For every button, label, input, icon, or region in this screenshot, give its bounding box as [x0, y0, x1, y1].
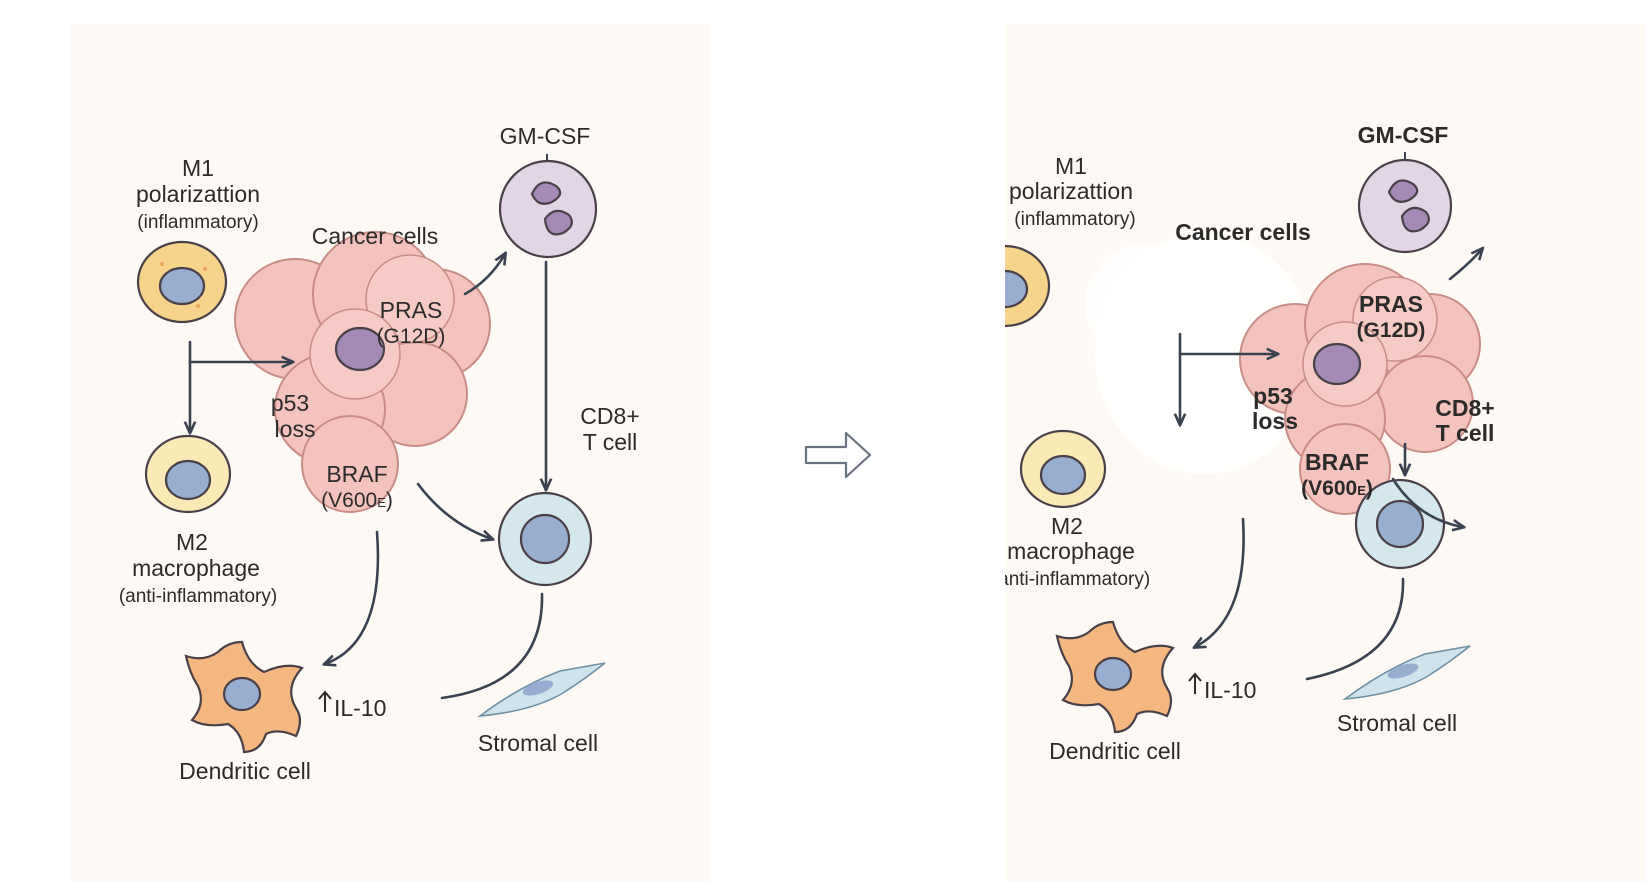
gm-csf-cell — [1357, 152, 1453, 254]
stromal-cell-label: Stromal cell — [1337, 710, 1457, 736]
pras-label-line1: PRAS — [1359, 291, 1423, 317]
il10-label: IL-10 — [334, 695, 386, 721]
m2-macrophage-cell — [144, 434, 232, 514]
m2-macrophage-cell — [1019, 429, 1107, 509]
gm-csf-label: GM-CSF — [500, 123, 591, 149]
m1-label-line1: M1 — [1055, 153, 1087, 179]
m1-label-line1: M1 — [182, 155, 214, 181]
braf-v600: (V600 — [1301, 477, 1357, 500]
m2-label-line1: M2 — [176, 529, 208, 555]
braf-v600: (V600 — [321, 489, 377, 512]
cd8-label-line1: CD8+ — [580, 403, 639, 429]
p53-label-line2: loss — [1252, 408, 1298, 434]
arrows — [1180, 249, 1482, 681]
m1-label-line2: polarizattion — [136, 181, 260, 207]
stromal-cell — [477, 662, 606, 718]
dendritic-cell-label: Dendritic cell — [1049, 738, 1181, 764]
pras-label-line1: PRAS — [380, 297, 443, 323]
cancer-cell-nucleus — [1312, 342, 1362, 386]
m2-label-line2: macrophage — [132, 555, 260, 581]
cancer-cells-label: Cancer cells — [1175, 219, 1311, 245]
arrows — [190, 254, 546, 700]
tumor-mass — [1239, 263, 1481, 515]
gm-csf-label: GM-CSF — [1358, 122, 1449, 148]
tumor-mass — [234, 231, 491, 513]
p53-label-line1: p53 — [271, 390, 309, 416]
m1-macrophage-cell — [1005, 244, 1051, 328]
up-arrow-icon — [318, 690, 332, 712]
cd8-t-cell — [1354, 478, 1446, 570]
left-diagram: M1 polarizattion (inflammatory) Cancer c… — [119, 123, 640, 784]
braf-label-line2: (V600E) — [321, 489, 393, 512]
gm-csf-cell — [498, 154, 598, 259]
braf-label-line1: BRAF — [326, 461, 387, 487]
m1-label-line3: (inflammatory) — [137, 212, 258, 233]
braf-to-tcell-arrow — [416, 482, 492, 539]
cd8-label-line1: CD8+ — [1435, 395, 1494, 421]
m1-macrophage-cell — [136, 240, 228, 324]
m1-label-line3: (inflammatory) — [1014, 209, 1135, 230]
braf-subscript: E — [377, 495, 386, 510]
left-panel: M1 polarizattion (inflammatory) Cancer c… — [70, 24, 710, 882]
p53-label-line1: p53 — [1253, 383, 1293, 409]
stromal-cell — [1342, 645, 1471, 701]
braf-close: ) — [1366, 477, 1373, 500]
dendritic-cell — [184, 640, 304, 754]
braf-label-line2: (V600E) — [1301, 477, 1373, 500]
dendritic-cell — [1055, 620, 1175, 734]
transition-arrow-icon — [804, 431, 872, 479]
pras-label-line2: (G12D) — [377, 325, 446, 348]
tcell-to-stromal-line — [1305, 577, 1405, 681]
m2-label-line3: (anti-inflammatory) — [119, 586, 277, 607]
braf-to-tcell-arrow — [1391, 477, 1463, 527]
dendritic-cell-label: Dendritic cell — [179, 758, 311, 784]
braf-label-line1: BRAF — [1305, 449, 1369, 475]
tcell-to-stromal-line — [440, 592, 544, 700]
m2-label-line1: M2 — [1051, 513, 1083, 539]
cancer-cell-nucleus — [334, 326, 386, 372]
right-diagram: M1 polarizattion (inflammatory) Cancer c… — [1005, 122, 1495, 764]
tumor-to-gmcsf-arrow — [1448, 249, 1482, 281]
m2-label-line3: (anti-inflammatory) — [1005, 569, 1150, 590]
m1-label-line2: polarizattion — [1009, 178, 1133, 204]
up-arrow-icon — [1188, 672, 1202, 694]
pras-label-line2: (G12D) — [1357, 319, 1426, 342]
cancer-cells-label: Cancer cells — [312, 223, 439, 249]
cd8-t-cell — [497, 491, 593, 587]
m2-label-line2: macrophage — [1007, 538, 1135, 564]
braf-to-dendritic-arrow — [1195, 517, 1245, 647]
braf-to-dendritic-arrow — [325, 530, 380, 664]
il10-label: IL-10 — [1204, 677, 1256, 703]
braf-subscript: E — [1357, 483, 1366, 498]
p53-label-line2: loss — [275, 416, 316, 442]
stromal-cell-label: Stromal cell — [478, 730, 598, 756]
braf-close: ) — [386, 489, 393, 512]
cd8-label-line2: T cell — [1436, 420, 1495, 446]
right-panel: M1 polarizattion (inflammatory) Cancer c… — [1005, 24, 1645, 882]
tumor-to-gmcsf-arrow — [463, 254, 505, 296]
cd8-label-line2: T cell — [583, 429, 638, 455]
